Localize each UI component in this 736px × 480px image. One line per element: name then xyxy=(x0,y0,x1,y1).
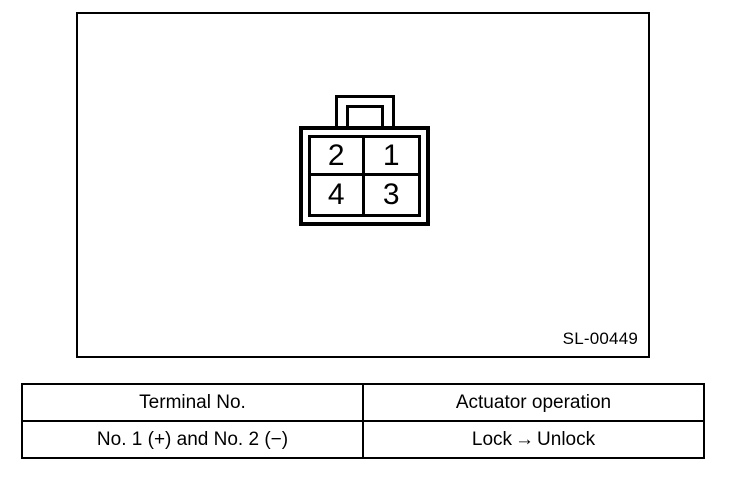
terminal-grid: 2 1 4 3 xyxy=(308,135,421,217)
specification-table: Terminal No. Actuator operation No. 1 (+… xyxy=(21,383,705,459)
terminal-cell-2: 2 xyxy=(311,138,365,176)
terminal-cell-4: 4 xyxy=(311,176,365,214)
right-arrow-icon: → xyxy=(515,428,535,450)
operation-from-label: Lock xyxy=(471,428,513,450)
terminal-cell-3: 3 xyxy=(364,176,418,214)
cell-terminal-no: No. 1 (+) and No. 2 (−) xyxy=(21,420,364,459)
cell-actuator-operation: Lock→Unlock xyxy=(362,420,705,459)
header-terminal-no: Terminal No. xyxy=(21,383,364,422)
figure-id-label: SL-00449 xyxy=(562,329,638,348)
connector-locking-tab-inner xyxy=(346,105,384,128)
operation-to-label: Unlock xyxy=(537,428,596,450)
figure-frame: 2 1 4 3 SL-00449 xyxy=(76,12,650,358)
connector-diagram: 2 1 4 3 xyxy=(299,95,431,226)
header-actuator-operation: Actuator operation xyxy=(362,383,705,422)
terminal-cell-1: 1 xyxy=(364,138,418,176)
table-row: No. 1 (+) and No. 2 (−) Lock→Unlock xyxy=(21,420,705,459)
table-header-row: Terminal No. Actuator operation xyxy=(21,383,705,422)
